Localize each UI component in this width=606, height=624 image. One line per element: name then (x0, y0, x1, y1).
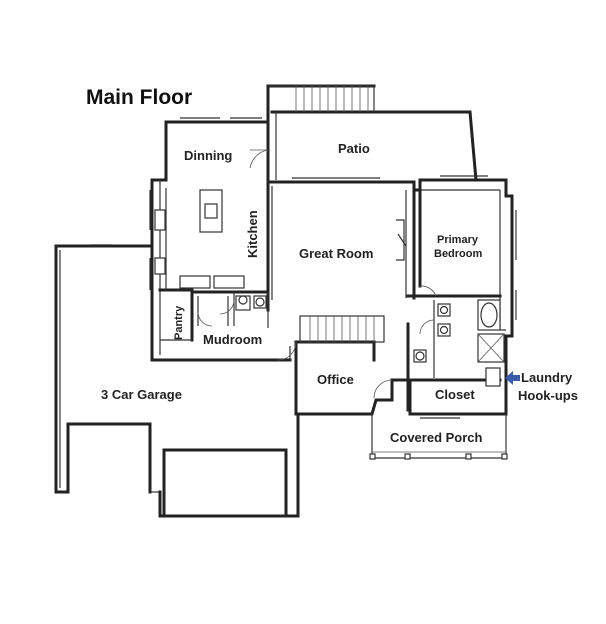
label-garage: 3 Car Garage (101, 387, 182, 402)
kitchen-fixtures (154, 188, 245, 290)
label-laundry-1: Laundry (521, 370, 573, 385)
laundry-arrow-icon (505, 371, 520, 385)
bath-fixtures (235, 295, 505, 387)
plan-title: Main Floor (86, 86, 192, 109)
fireplace (396, 219, 407, 261)
label-patio: Patio (338, 141, 370, 156)
label-mudroom: Mudroom (203, 332, 262, 347)
interior-stairs (299, 315, 385, 343)
label-primary-bedroom-1: Primary (437, 234, 479, 246)
label-great-room: Great Room (299, 246, 373, 261)
garage-walls (54, 244, 300, 518)
label-covered-porch: Covered Porch (390, 430, 483, 445)
patio-deck (266, 84, 478, 182)
doors (197, 149, 437, 399)
label-dinning: Dinning (184, 148, 232, 163)
covered-porch-outline (369, 414, 508, 460)
windows (90, 117, 517, 419)
label-primary-bedroom-2: Bedroom (434, 248, 483, 260)
exterior-walls (150, 120, 514, 416)
label-closet: Closet (435, 387, 475, 402)
label-laundry-2: Hook-ups (518, 388, 578, 403)
interior-walls (158, 180, 502, 412)
label-office: Office (317, 372, 354, 387)
label-kitchen: Kitchen (245, 210, 260, 258)
label-pantry: Pantry (173, 305, 185, 340)
